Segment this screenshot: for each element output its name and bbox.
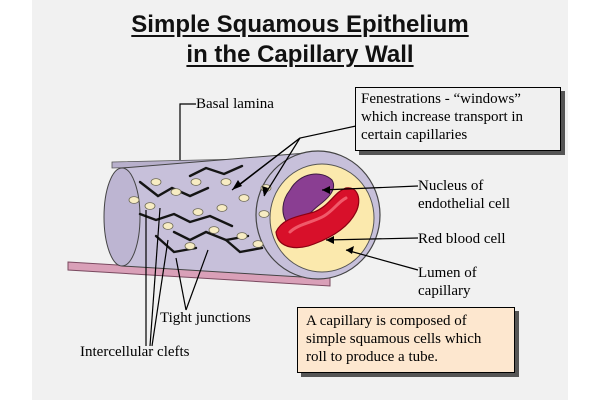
leader-nucleus [321, 185, 419, 191]
nucleus-label-line-2: endothelial cell [418, 196, 511, 212]
leader-basal-lamina [179, 103, 196, 160]
leader-cleft-3 [151, 239, 169, 347]
lumen-label-line-2: capillary [418, 283, 471, 299]
diagram-title-line-2: in the Capillary Wall [186, 41, 414, 68]
leader-red-blood-cell [325, 237, 419, 241]
leader-fenestration-2 [263, 137, 301, 197]
fenestrations-label-box: Fenestrations - “windows” which increase… [355, 87, 561, 151]
diagram-title-line-1: Simple Squamous Epithelium [131, 11, 469, 38]
red-blood-cell-highlight [288, 196, 348, 234]
summary-text-box: A capillary is composed of simple squamo… [297, 307, 515, 373]
leader-tight-junction-2 [185, 249, 209, 311]
red-blood-cell-label: Red blood cell [418, 231, 506, 247]
endothelial-nucleus [282, 173, 334, 226]
leader-cleft-2 [149, 207, 161, 347]
tight-junctions-label: Tight junctions [160, 310, 251, 326]
leader-tight-junction-1 [175, 257, 187, 311]
leader-lumen [345, 249, 419, 271]
lumen-label-line-1: Lumen of [418, 265, 477, 281]
leader-fenestration-3 [237, 137, 301, 187]
leader-lines [145, 103, 419, 347]
capillary-tube-far-end [103, 167, 141, 267]
intercellular-cleft-lines [138, 164, 264, 254]
nucleus-label-line-1: Nucleus of [418, 178, 484, 194]
cell-nucleus-dots [128, 178, 272, 250]
leader-arrowheads [232, 180, 354, 254]
intercellular-clefts-label: Intercellular clefts [80, 344, 190, 360]
basal-lamina-label: Basal lamina [196, 96, 274, 112]
